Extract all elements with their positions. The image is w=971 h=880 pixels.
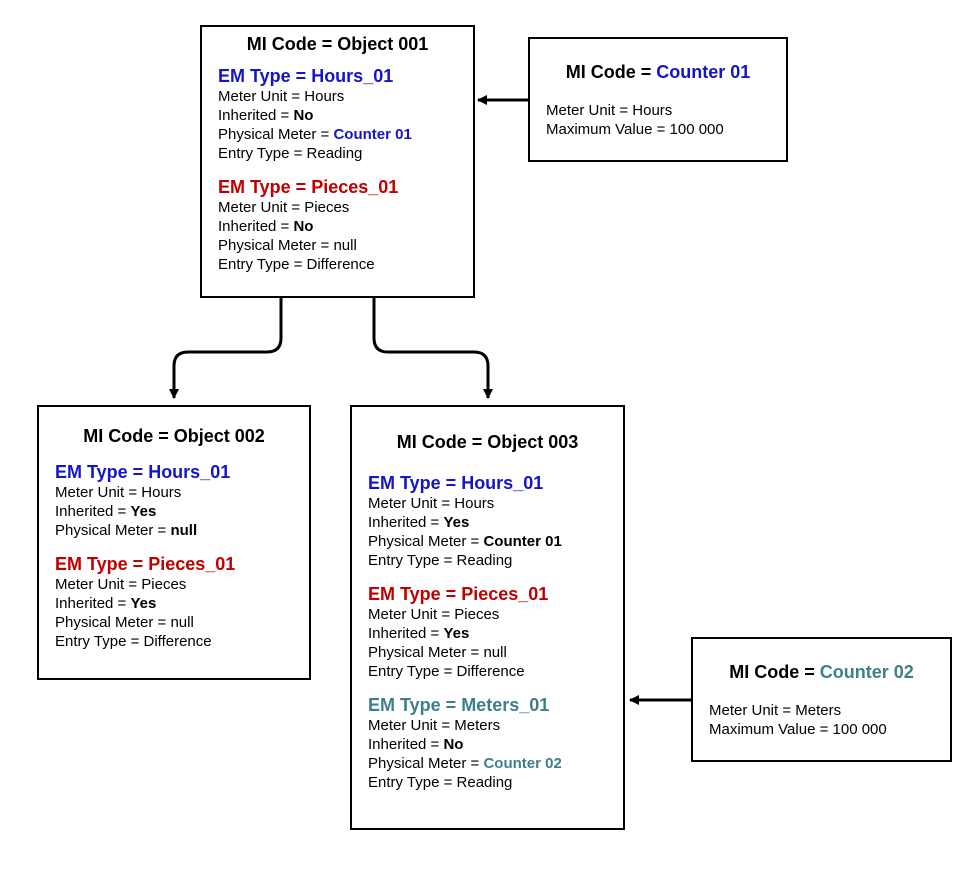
em-type-hours-heading: EM Type = Hours_01 — [218, 66, 394, 86]
object-002-box: MI Code = Object 002 EM Type = Hours_01 … — [37, 405, 311, 680]
entry-type-line: Entry Type = Reading — [218, 145, 363, 162]
arrow-object001-to-object002 — [169, 297, 283, 399]
inherited-line: Inherited = No — [218, 107, 314, 124]
entry-type-line: Entry Type = Reading — [368, 552, 513, 569]
counter-02-box: MI Code = Counter 02 Meter Unit = Meters… — [691, 637, 952, 762]
meter-unit-line: Meter Unit = Meters — [709, 702, 842, 719]
em-type-pieces-heading: EM Type = Pieces_01 — [55, 554, 236, 574]
object-003-box: MI Code = Object 003 EM Type = Hours_01 … — [350, 405, 625, 830]
physical-meter-value: Counter 01 — [333, 126, 412, 143]
meter-unit-line: Meter Unit = Hours — [368, 495, 495, 512]
physical-meter-line: Physical Meter = null — [55, 614, 194, 631]
entry-type-line: Entry Type = Difference — [218, 256, 375, 273]
meter-unit-line: Meter Unit = Pieces — [368, 606, 500, 623]
counter-02-title: MI Code = Counter 02 — [729, 662, 914, 682]
physical-meter-value: Counter 01 — [483, 533, 562, 550]
inherited-value: Yes — [130, 595, 157, 612]
physical-meter-line: Physical Meter = Counter 02 — [368, 755, 562, 772]
counter-01-title: MI Code = Counter 01 — [565, 62, 751, 82]
em-type-pieces-heading: EM Type = Pieces_01 — [368, 584, 549, 604]
meter-unit-line: Meter Unit = Hours — [546, 102, 673, 119]
meter-unit-line: Meter Unit = Hours — [55, 484, 182, 501]
physical-meter-line: Physical Meter = null — [218, 237, 357, 254]
inherited-value: No — [293, 107, 314, 124]
object-001-title: MI Code = Object 001 — [246, 34, 429, 54]
inherited-line: Inherited = Yes — [55, 503, 157, 520]
em-type-pieces-heading: EM Type = Pieces_01 — [218, 177, 399, 197]
physical-meter-line: Physical Meter = null — [55, 522, 198, 539]
meter-unit-line: Meter Unit = Hours — [218, 88, 345, 105]
em-type-hours-heading: EM Type = Hours_01 — [55, 462, 231, 482]
meter-unit-line: Meter Unit = Pieces — [55, 576, 187, 593]
maximum-value-line: Maximum Value = 100 000 — [546, 121, 724, 138]
inherited-value: Yes — [443, 514, 470, 531]
physical-meter-value: null — [170, 522, 198, 539]
counter-01-name: Counter 01 — [656, 62, 751, 82]
inherited-value: Yes — [130, 503, 157, 520]
physical-meter-line: Physical Meter = Counter 01 — [218, 126, 412, 143]
physical-meter-value: Counter 02 — [483, 755, 562, 772]
counter-01-box: MI Code = Counter 01 Meter Unit = Hours … — [528, 37, 788, 162]
object-002-title: MI Code = Object 002 — [83, 426, 265, 446]
physical-meter-line: Physical Meter = Counter 01 — [368, 533, 562, 550]
inherited-value: Yes — [443, 625, 470, 642]
em-type-hours-heading: EM Type = Hours_01 — [368, 473, 544, 493]
counter-02-name: Counter 02 — [819, 662, 914, 682]
meter-unit-line: Meter Unit = Meters — [368, 717, 501, 734]
inherited-line: Inherited = No — [218, 218, 314, 235]
inherited-value: No — [443, 736, 464, 753]
em-type-meters-heading: EM Type = Meters_01 — [368, 695, 550, 715]
entry-type-line: Entry Type = Difference — [368, 663, 525, 680]
inherited-line: Inherited = Yes — [368, 514, 470, 531]
inherited-line: Inherited = Yes — [368, 625, 470, 642]
maximum-value-line: Maximum Value = 100 000 — [709, 721, 887, 738]
inherited-line: Inherited = Yes — [55, 595, 157, 612]
arrow-object001-to-object003 — [372, 297, 493, 399]
meter-unit-line: Meter Unit = Pieces — [218, 199, 350, 216]
object-001-box: MI Code = Object 001 EM Type = Hours_01 … — [200, 25, 475, 298]
entry-type-line: Entry Type = Difference — [55, 633, 212, 650]
inherited-value: No — [293, 218, 314, 235]
inherited-line: Inherited = No — [368, 736, 464, 753]
entry-type-line: Entry Type = Reading — [368, 774, 513, 791]
physical-meter-line: Physical Meter = null — [368, 644, 507, 661]
object-003-title: MI Code = Object 003 — [396, 432, 579, 452]
